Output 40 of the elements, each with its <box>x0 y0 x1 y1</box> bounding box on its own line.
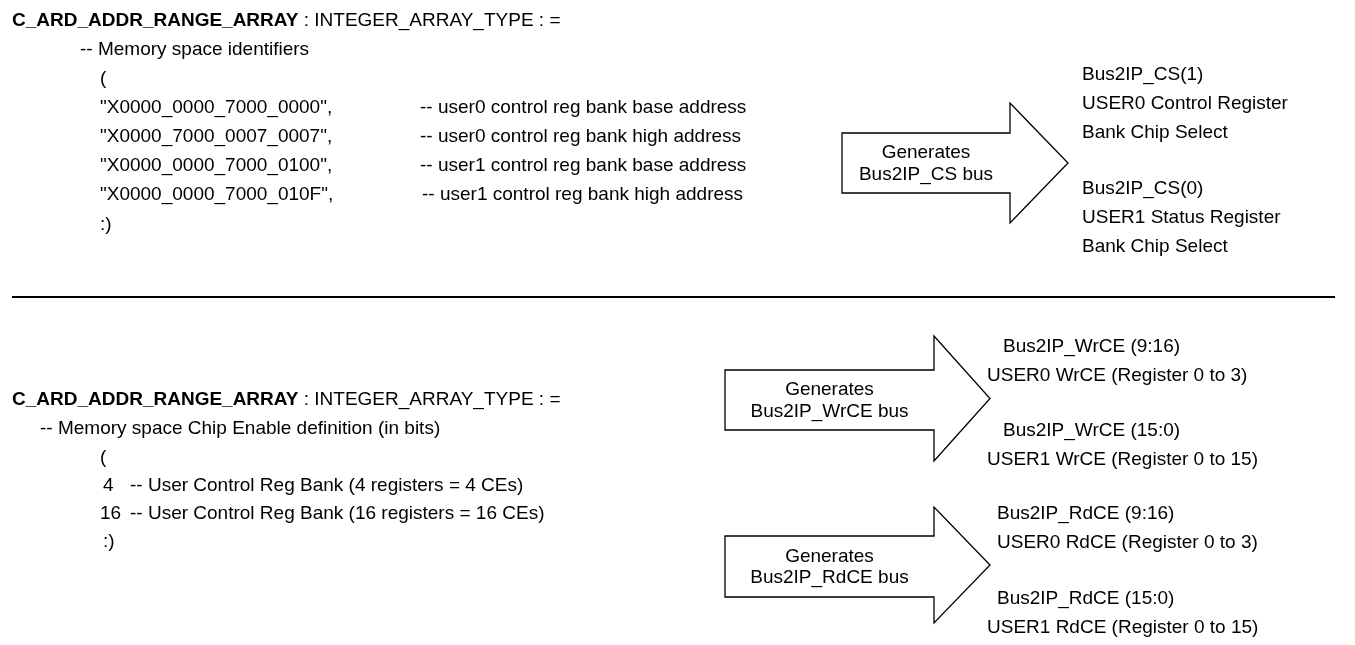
block-arrow <box>725 336 990 461</box>
code-comment: -- User Control Reg Bank (4 registers = 4 CEs) <box>130 474 524 496</box>
code-heading: C_ARD_ADDR_RANGE_ARRAY : INTEGER_ARRAY_TYPE : = <box>12 388 561 410</box>
code-bracket: :) <box>100 213 112 235</box>
code-bracket: ( <box>100 446 107 468</box>
code-comment: -- user1 control reg bank high address <box>422 183 744 205</box>
signal-name: Bus2IP_WrCE (9:16) <box>1003 335 1181 357</box>
address-value: "X0000_0000_7000_0000", <box>100 96 333 118</box>
address-value: "X0000_0000_7000_0100", <box>100 154 333 176</box>
code-comment: -- user1 control reg bank base address <box>420 154 747 176</box>
code-comment: -- Memory space Chip Enable definition (in bits) <box>40 417 441 439</box>
signal-description: USER0 RdCE (Register 0 to 3) <box>997 531 1258 553</box>
signal-description: Bank Chip Select <box>1082 121 1228 143</box>
code-comment: -- user0 control reg bank base address <box>420 96 747 118</box>
code-bracket: :) <box>103 530 115 552</box>
bit-count: 16 <box>100 502 122 524</box>
code-comment: -- Memory space identifiers <box>80 38 310 60</box>
signal-name: Bus2IP_CS(1) <box>1082 63 1204 85</box>
address-value: "X0000_7000_0007_0007", <box>100 125 333 147</box>
signal-description: USER0 WrCE (Register 0 to 3) <box>987 364 1248 386</box>
signal-description: USER1 WrCE (Register 0 to 15) <box>987 448 1258 470</box>
signal-name: Bus2IP_RdCE (15:0) <box>997 587 1175 609</box>
code-bracket: ( <box>100 67 107 89</box>
code-comment: -- user0 control reg bank high address <box>420 125 742 147</box>
signal-name: Bus2IP_CS(0) <box>1082 177 1204 199</box>
arrow-label: Generates Bus2IP_WrCE bus <box>749 378 910 422</box>
block-arrow <box>725 507 990 623</box>
signal-description: USER1 RdCE (Register 0 to 15) <box>987 616 1259 638</box>
signal-name: Bus2IP_WrCE (15:0) <box>1003 419 1181 441</box>
code-heading: C_ARD_ADDR_RANGE_ARRAY : INTEGER_ARRAY_TYPE : = <box>12 9 561 31</box>
arrow-label: Generates Bus2IP_CS bus <box>857 141 995 185</box>
signal-name: Bus2IP_RdCE (9:16) <box>997 502 1175 524</box>
arrow-label: Generates Bus2IP_RdCE bus <box>749 544 910 589</box>
signal-description: Bank Chip Select <box>1082 235 1228 257</box>
block-arrow <box>842 103 1068 223</box>
signal-description: USER0 Control Register <box>1082 92 1288 114</box>
code-comment: -- User Control Reg Bank (16 registers = 16 CEs) <box>130 502 545 524</box>
bit-count: 4 <box>103 474 114 496</box>
address-value: "X0000_0000_7000_010F", <box>100 183 334 205</box>
signal-description: USER1 Status Register <box>1082 206 1281 228</box>
